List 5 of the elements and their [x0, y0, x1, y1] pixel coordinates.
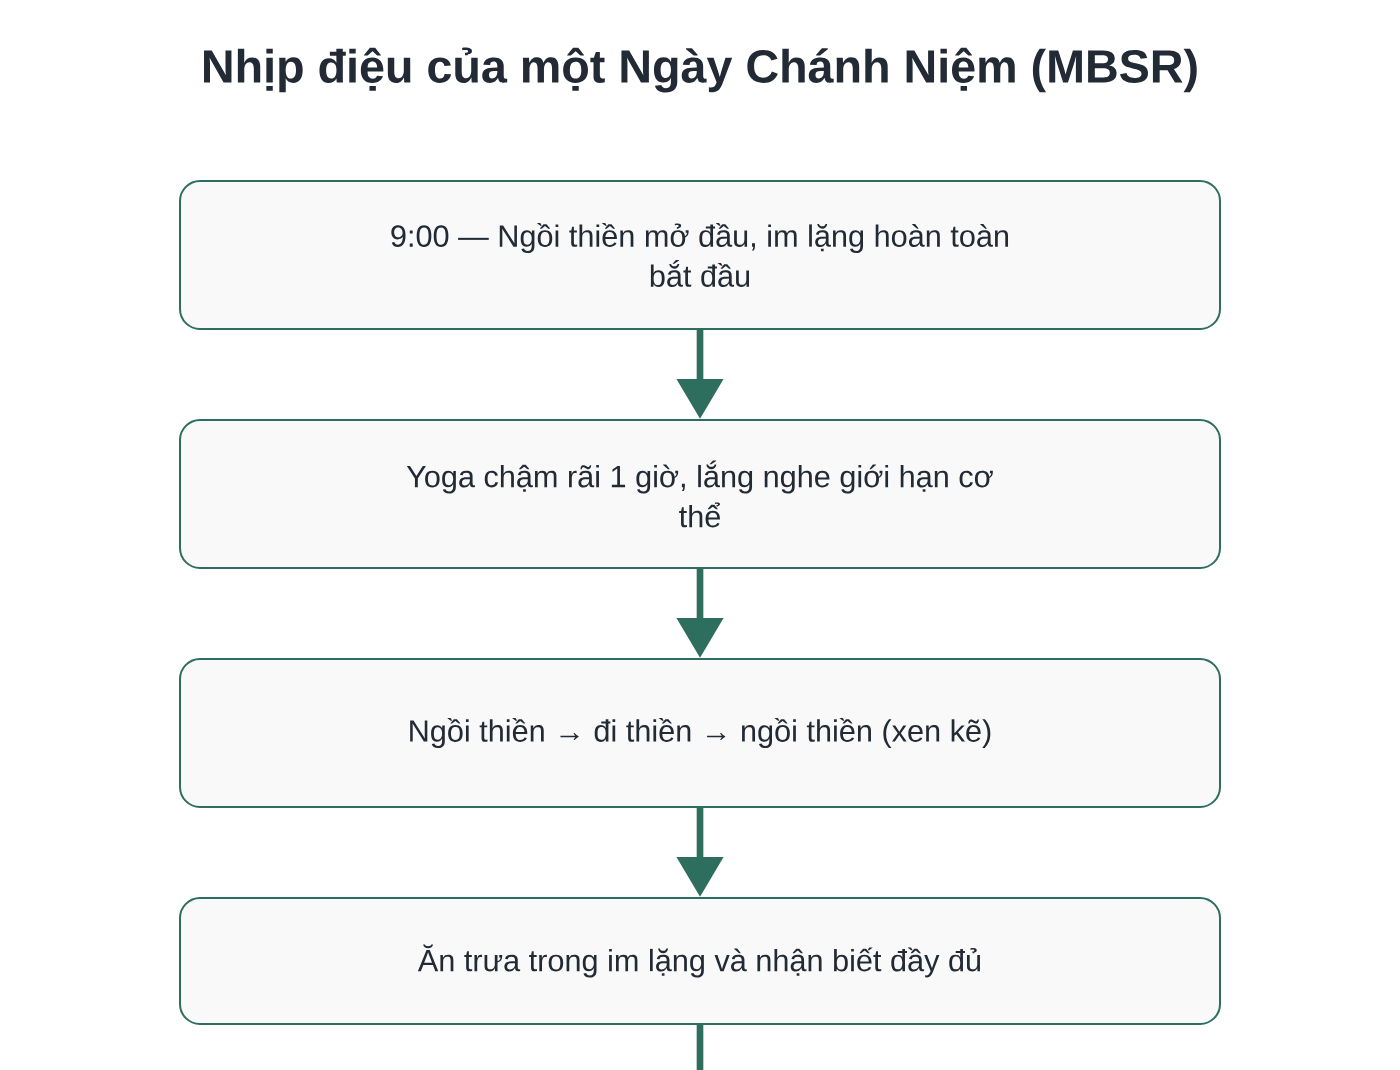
process-box: Ngồi thiền → đi thiền → ngồi thiền (xen kẽ) [179, 658, 1221, 808]
process-box: Ăn trưa trong im lặng và nhận biết đầy đủ [179, 897, 1221, 1025]
title: Nhịp điệu của một Ngày Chánh Niệm (MBSR) [204, 47, 1197, 93]
process-box: 9:00 — Ngồi thiền mở đầu, im lặng hoàn toàn bắt đầu [179, 180, 1221, 330]
process-box: Yoga chậm rãi 1 giờ, lắng nghe giới hạn cơ thể [179, 419, 1221, 569]
